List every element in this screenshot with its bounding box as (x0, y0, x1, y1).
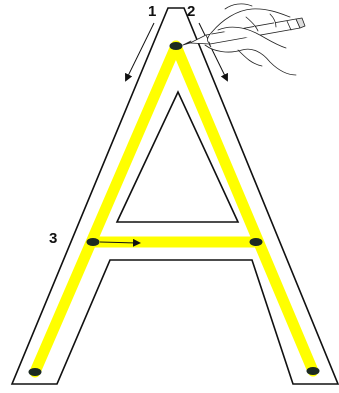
step-label-1: 1 (148, 3, 156, 20)
start-dot-icon (87, 238, 100, 246)
trace-stroke-2 (176, 46, 313, 371)
step-label-2: 2 (187, 3, 195, 20)
end-dot-icon (29, 368, 42, 376)
start-dot-icon (170, 42, 183, 50)
end-dot-icon (307, 367, 320, 375)
end-dot-icon (250, 238, 263, 246)
trace-stroke-1 (35, 46, 176, 372)
step-label-3: 3 (49, 230, 57, 247)
